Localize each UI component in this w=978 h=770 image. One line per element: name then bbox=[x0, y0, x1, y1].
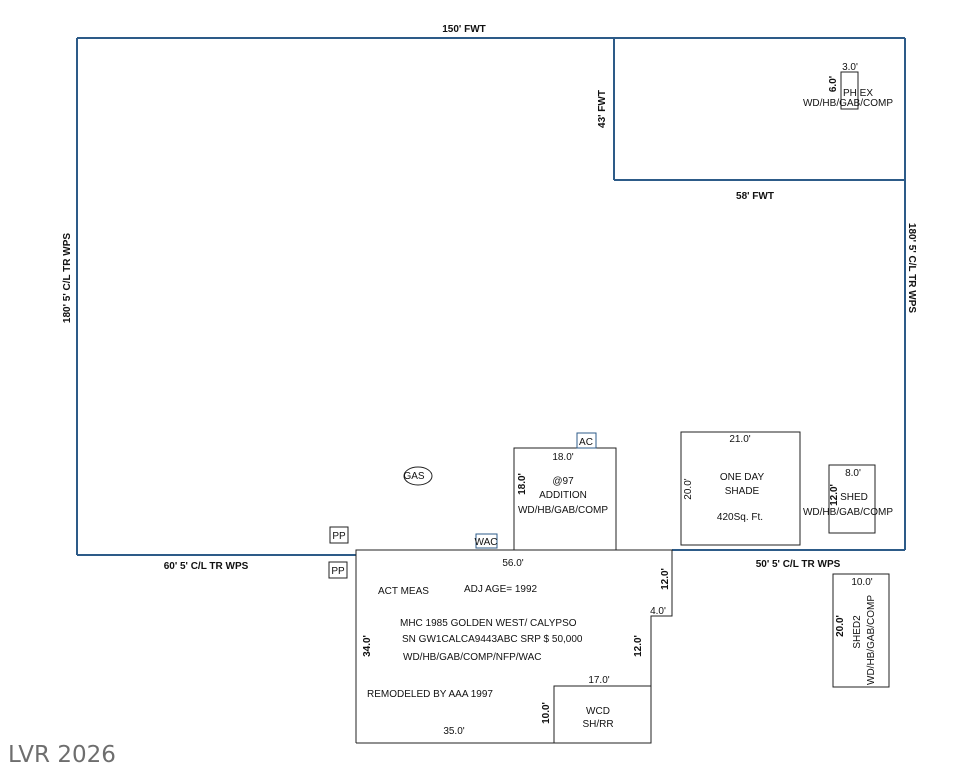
ac-label: AC bbox=[579, 437, 593, 448]
main-line1: MHC 1985 GOLDEN WEST/ CALYPSO bbox=[400, 618, 577, 629]
shade-top-dim: 21.0' bbox=[729, 434, 750, 445]
addition-side-dim: 18.0' bbox=[517, 473, 528, 495]
gas-ellipse bbox=[403, 466, 433, 486]
shed-desc: WD/HB/GAB/COMP bbox=[803, 507, 893, 518]
ph-ex-depth: 6.0' bbox=[828, 76, 839, 92]
main-outline bbox=[355, 549, 673, 744]
fence-bottom-label: 58' FWT bbox=[736, 191, 774, 202]
shed-box bbox=[828, 464, 876, 534]
lot-left-label: 180' 5' C/L TR WPS bbox=[62, 233, 73, 323]
ph-ex-width: 3.0' bbox=[842, 62, 858, 73]
shed2-top-dim: 10.0' bbox=[851, 577, 872, 588]
addition-line3: WD/HB/GAB/COMP bbox=[518, 505, 608, 516]
addition-line1: @97 bbox=[552, 476, 574, 487]
shade-line2: SHADE bbox=[725, 486, 760, 497]
shed-side-dim: 12.0' bbox=[829, 484, 840, 506]
shed2-desc: WD/HB/GAB/COMP bbox=[866, 595, 877, 685]
shade-line1: ONE DAY bbox=[720, 472, 765, 483]
wcd-line2: SH/RR bbox=[582, 719, 613, 730]
shed2-name: SHED2 bbox=[852, 615, 863, 649]
fence-side-label: 43' FWT bbox=[597, 90, 608, 128]
gas-meter: GAS bbox=[403, 466, 433, 486]
shed2-side-dim: 20.0' bbox=[835, 615, 846, 637]
wcd-line1: WCD bbox=[586, 706, 610, 717]
ph-ex-box bbox=[840, 71, 859, 110]
wac-box bbox=[475, 533, 498, 549]
wcd-outline bbox=[553, 685, 651, 743]
pp-upper-box bbox=[329, 526, 349, 544]
lot-bottom-right-label: 50' 5' C/L TR WPS bbox=[756, 559, 841, 570]
shed: 8.0' 12.0' SHED WD/HB/GAB/COMP bbox=[803, 464, 893, 534]
wcd-side-dim: 10.0' bbox=[541, 702, 552, 724]
addition-line2: ADDITION bbox=[539, 490, 587, 501]
main-adj-age: ADJ AGE= 1992 bbox=[464, 584, 538, 595]
addition-top-dim: 18.0' bbox=[552, 452, 573, 463]
main-bottom-dim: 35.0' bbox=[443, 726, 464, 737]
pp-lower-label: PP bbox=[331, 566, 345, 577]
ac-unit: AC bbox=[576, 432, 597, 449]
lot-top-label: 150' FWT bbox=[442, 24, 486, 35]
ph-ex-desc: WD/HB/GAB/COMP bbox=[803, 98, 893, 109]
pp-lower-box bbox=[328, 561, 348, 579]
pp-upper-label: PP bbox=[332, 531, 346, 542]
gas-label: GAS bbox=[403, 471, 424, 482]
shed-name: SHED bbox=[840, 492, 868, 503]
lot-boundary bbox=[76, 37, 906, 556]
main-line2: SN GW1CALCA9443ABC SRP $ 50,000 bbox=[402, 634, 583, 645]
main-remodeled: REMODELED BY AAA 1997 bbox=[367, 689, 493, 700]
main-notch-dim: 4.0' bbox=[650, 606, 666, 617]
power-pole-lower: PP bbox=[328, 561, 348, 579]
main-right-dim-upper: 12.0' bbox=[660, 568, 671, 590]
main-line3: WD/HB/GAB/COMP/NFP/WAC bbox=[403, 652, 542, 663]
ph-ex-label: PH EX bbox=[843, 88, 873, 99]
main-left-dim: 34.0' bbox=[362, 635, 373, 657]
shade-area: 420Sq. Ft. bbox=[717, 512, 763, 523]
wcd: 17.0' 10.0' WCD SH/RR bbox=[541, 675, 651, 743]
lot-bottom-left-label: 60' 5' C/L TR WPS bbox=[164, 561, 249, 572]
wac-label: WAC bbox=[475, 537, 498, 548]
shade: 21.0' 20.0' ONE DAY SHADE 420Sq. Ft. bbox=[680, 431, 801, 546]
lot-right-label: 180' 5' C/L TR WPS bbox=[906, 223, 917, 313]
power-pole-upper: PP bbox=[329, 526, 349, 544]
shed2: 10.0' 20.0' SHED2 WD/HB/GAB/COMP bbox=[832, 573, 890, 688]
shade-box bbox=[680, 431, 801, 546]
main-building: 56.0' 12.0' 4.0' 12.0' 34.0' 35.0' ACT M… bbox=[355, 549, 673, 744]
watermark-text: LVR 2026 bbox=[8, 742, 116, 768]
shed-top-dim: 8.0' bbox=[845, 468, 861, 479]
ph-ex: 3.0' 6.0' PH EX WD/HB/GAB/COMP bbox=[803, 62, 893, 110]
shade-side-dim: 20.0' bbox=[683, 478, 694, 499]
wac-unit: WAC bbox=[475, 533, 498, 549]
ac-box bbox=[576, 432, 597, 449]
main-act-meas: ACT MEAS bbox=[378, 586, 429, 597]
main-top-dim: 56.0' bbox=[502, 558, 523, 569]
shed2-box bbox=[832, 573, 890, 688]
main-right-dim-lower: 12.0' bbox=[633, 635, 644, 657]
addition: 18.0' 18.0' @97 ADDITION WD/HB/GAB/COMP bbox=[513, 447, 617, 551]
wcd-top-dim: 17.0' bbox=[588, 675, 609, 686]
